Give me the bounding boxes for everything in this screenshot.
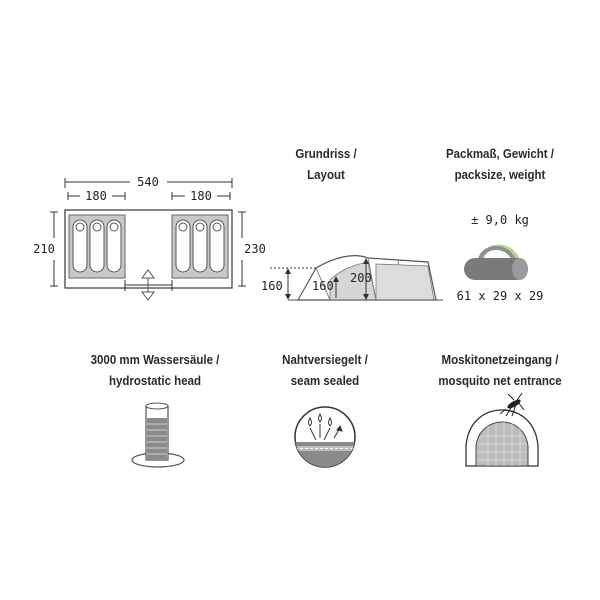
right-sleeping-bags [175, 219, 225, 273]
layout-caption-line1: Grundriss / [295, 147, 357, 161]
pack-caption-line2: packsize, weight [454, 168, 546, 182]
layout-caption-line2: Layout [307, 168, 345, 182]
center-height-label: 200 [350, 271, 372, 285]
pack-bag-icon [464, 244, 528, 280]
entrance-arrow-icon [141, 269, 155, 301]
hydrostatic-caption: 3000 mm Wassersäule / hydrostatic head [86, 350, 224, 392]
mosquito-caption-line2: mosquito net entrance [438, 374, 562, 388]
water-column-icon [131, 402, 185, 468]
mosquito-icon [499, 392, 525, 417]
mosquito-net-icon [465, 392, 539, 467]
seam-sealed-icon [294, 406, 356, 468]
pack-caption: Packmaß, Gewicht / packsize, weight [426, 144, 573, 186]
hydrostatic-caption-line1: 3000 mm Wassersäule / [90, 353, 220, 367]
mosquito-caption: Moskitonetzeingang / mosquito net entran… [426, 350, 573, 392]
left-cabin-length-label: 180 [85, 189, 107, 203]
right-cabin-length-label: 180 [190, 189, 212, 203]
mosquito-caption-line1: Moskitonetzeingang / [441, 353, 559, 367]
pack-size: 61 x 29 x 29 [456, 289, 544, 303]
pack-weight: ± 9,0 kg [471, 213, 529, 227]
layout-side-view: 160 160 200 [261, 255, 443, 301]
side-height-label: 160 [261, 279, 283, 293]
total-length-label: 540 [137, 175, 159, 189]
left-height-label: 210 [33, 242, 55, 256]
hydrostatic-caption-line2: hydrostatic head [108, 374, 202, 388]
right-height-label: 230 [244, 242, 266, 256]
inner-height-label: 160 [312, 279, 334, 293]
pack-caption-line1: Packmaß, Gewicht / [445, 147, 555, 161]
layout-caption: Grundriss / Layout [262, 144, 391, 186]
seam-caption: Nahtversiegelt / seam sealed [261, 350, 390, 392]
floorplan-diagram: 540 180 180 210 230 [33, 175, 266, 301]
left-sleeping-bags [72, 219, 122, 273]
seam-caption-line2: seam sealed [290, 374, 360, 388]
seam-caption-line1: Nahtversiegelt / [282, 353, 368, 367]
